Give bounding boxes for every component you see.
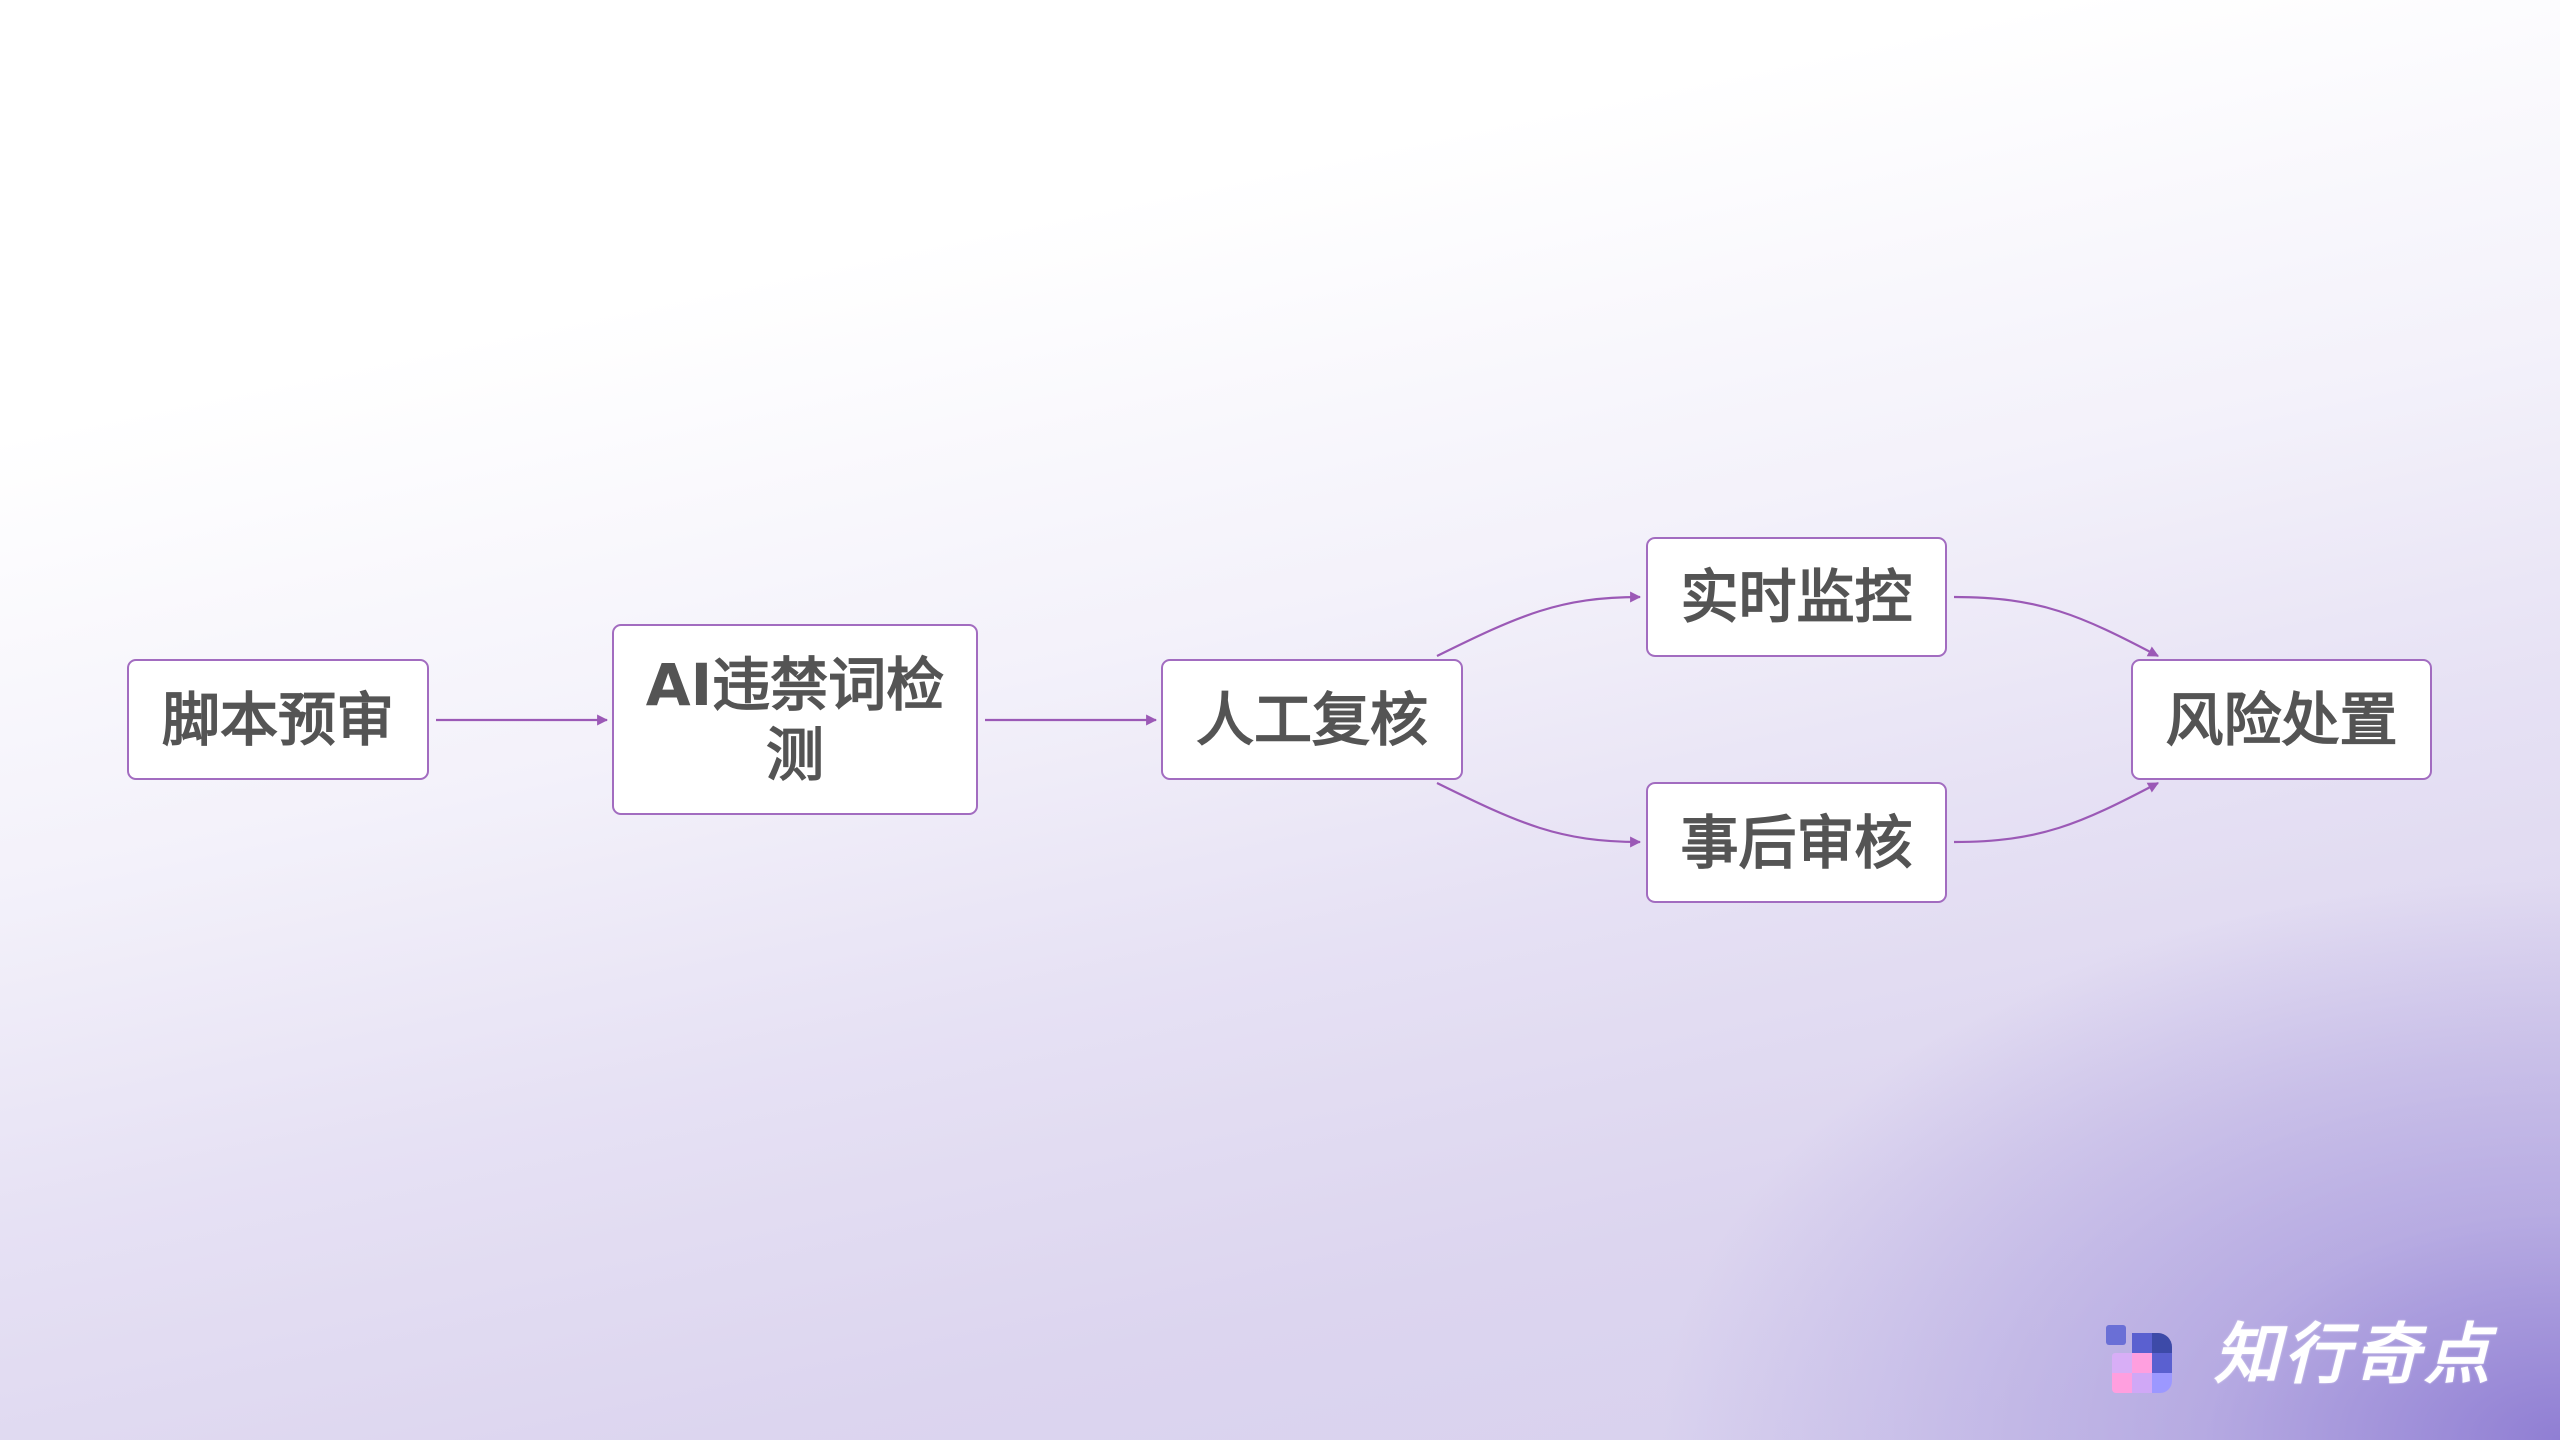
node-script-review[interactable]: 脚本预审 xyxy=(127,659,429,780)
node-risk-handling[interactable]: 风险处置 xyxy=(2131,659,2432,780)
node-label-line2: 测 xyxy=(765,720,824,789)
node-label: 事后审核 xyxy=(1680,808,1913,877)
edge-manual-to-post xyxy=(1436,782,1642,848)
node-post-audit[interactable]: 事后审核 xyxy=(1646,782,1947,903)
edge-realtime-to-risk xyxy=(1953,595,2159,657)
brand-logo: 知行奇点 xyxy=(2100,1310,2494,1400)
edge-post-to-risk xyxy=(1953,782,2159,844)
grid-squares-logo-icon xyxy=(2100,1317,2176,1393)
node-manual-review[interactable]: 人工复核 xyxy=(1161,659,1463,780)
node-label: 实时监控 xyxy=(1680,563,1913,631)
node-label: 风险处置 xyxy=(2165,685,2398,754)
node-label-line1: AI违禁词检 xyxy=(645,650,945,719)
brand-name: 知行奇点 xyxy=(2214,1316,2494,1393)
node-realtime-monitoring[interactable]: 实时监控 xyxy=(1646,537,1947,657)
node-label: 人工复核 xyxy=(1195,685,1428,754)
node-ai-banned-word-detection[interactable]: AI违禁词检 测 xyxy=(612,624,978,815)
node-label: 脚本预审 xyxy=(161,685,394,754)
edge-manual-to-realtime xyxy=(1436,591,1642,657)
